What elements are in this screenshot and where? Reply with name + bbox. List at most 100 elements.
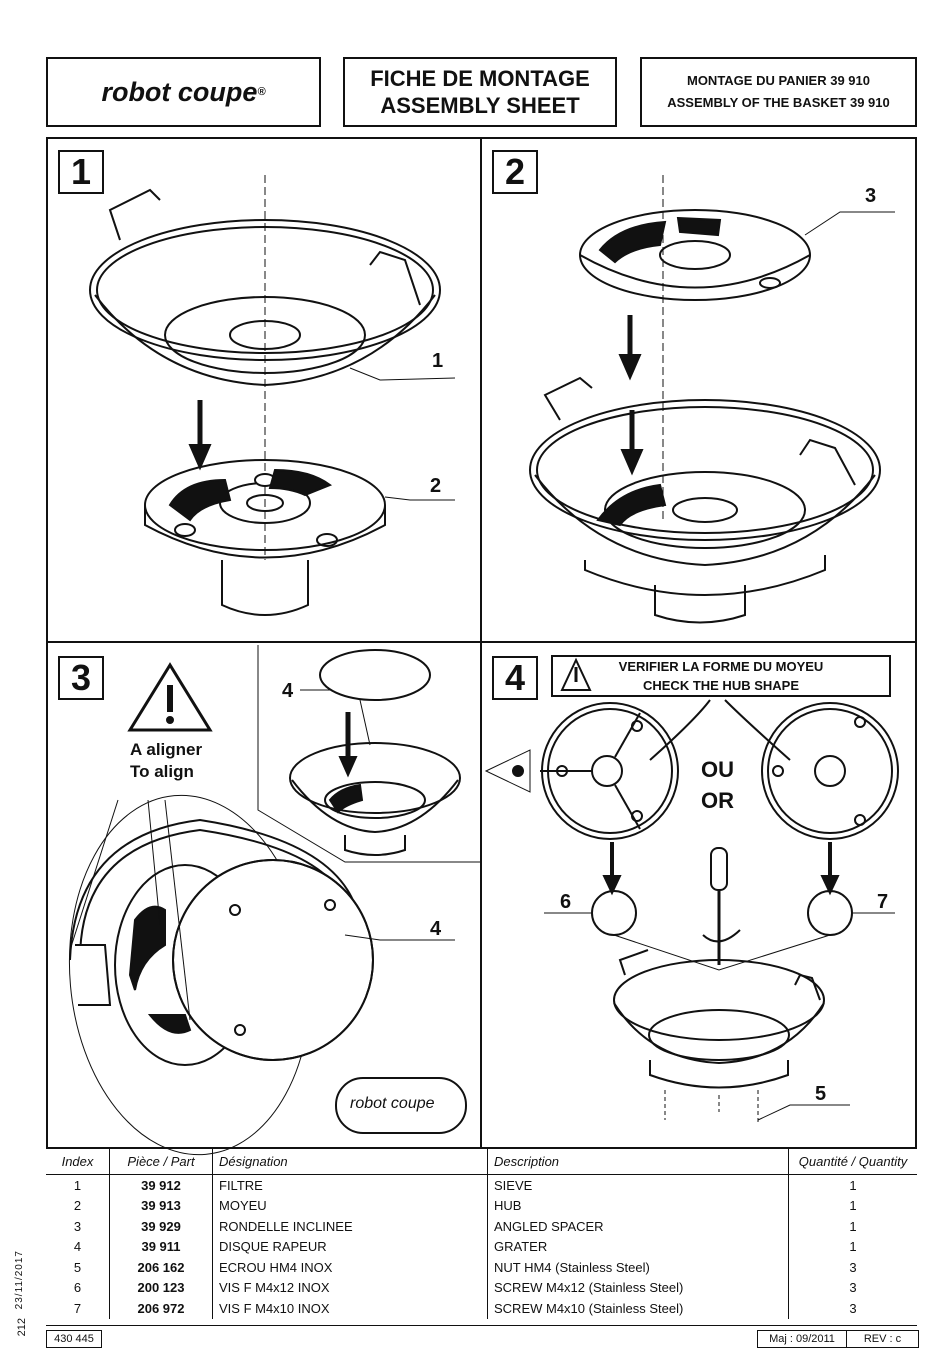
cell-designation: MOYEU xyxy=(212,1195,488,1216)
cell-quantity: 1 xyxy=(788,1216,917,1237)
callout-7: 7 xyxy=(877,891,889,913)
cell-designation: VIS F M4x12 INOX xyxy=(212,1277,488,1298)
revision-box: Maj : 09/2011 REV : c xyxy=(757,1330,919,1348)
logo-text: robot coupe xyxy=(101,76,258,107)
cell-designation: DISQUE RAPEUR xyxy=(212,1236,488,1257)
callout-4: 4 xyxy=(430,918,442,940)
cell-part: 39 911 xyxy=(109,1236,213,1257)
sieve-assembly-illustration-step2 xyxy=(529,376,881,624)
final-assembly-illustration-step4 xyxy=(613,949,825,1125)
cell-description: HUB xyxy=(487,1195,789,1216)
cell-part: 200 123 xyxy=(109,1277,213,1298)
table-row: 5 206 162 ECROU HM4 INOX NUT HM4 (Stainl… xyxy=(46,1257,917,1278)
screwdriver-icon xyxy=(702,847,741,965)
table-row: 3 39 929 RONDELLE INCLINEE ANGLED SPACER… xyxy=(46,1216,917,1237)
check-hub-shape-box: VERIFIER LA FORME DU MOYEU CHECK THE HUB… xyxy=(551,655,891,697)
or-label-en: OR xyxy=(701,788,734,813)
screw-m4x10-detail xyxy=(807,890,853,936)
callout-6: 6 xyxy=(560,891,572,913)
subtitle-en: ASSEMBLY OF THE BASKET 39 910 xyxy=(667,95,890,110)
title-en: ASSEMBLY SHEET xyxy=(380,93,580,118)
cell-part: 206 972 xyxy=(109,1298,213,1319)
sieve-illustration-step1 xyxy=(89,175,441,560)
col-quantity: Quantité / Quantity xyxy=(788,1147,917,1175)
hub-shape-option-b xyxy=(761,702,899,840)
cell-index: 7 xyxy=(73,1300,82,1316)
parts-table: Index Pièce / Part Désignation Descripti… xyxy=(46,1147,917,1319)
cell-description: NUT HM4 (Stainless Steel) xyxy=(487,1257,789,1278)
step-number-4: 4 xyxy=(492,656,538,700)
table-row: 2 39 913 MOYEU HUB 1 xyxy=(46,1195,917,1216)
warning-icon-step4 xyxy=(560,657,592,691)
callout-2: 2 xyxy=(430,475,442,497)
registered-mark: ® xyxy=(257,86,266,98)
or-label-fr: OU xyxy=(701,757,734,782)
cell-index: 2 xyxy=(73,1198,82,1214)
step-number-3: 3 xyxy=(58,656,104,700)
brand-badge-step3 xyxy=(335,1077,467,1134)
step3-logo-text: robot coupe xyxy=(350,1095,435,1112)
callout-4-top: 4 xyxy=(282,680,294,702)
col-description: Description xyxy=(487,1147,789,1175)
table-row: 1 39 912 FILTRE SIEVE 1 xyxy=(46,1174,917,1196)
cell-description: SCREW M4x10 (Stainless Steel) xyxy=(487,1298,789,1319)
cell-description: SCREW M4x12 (Stainless Steel) xyxy=(487,1277,789,1298)
check-label-fr: VERIFIER LA FORME DU MOYEU xyxy=(618,659,824,674)
sheet-title: FICHE DE MONTAGE ASSEMBLY SHEET xyxy=(343,57,617,127)
angled-spacer-illustration-step2 xyxy=(579,175,811,520)
table-row: 4 39 911 DISQUE RAPEUR GRATER 1 xyxy=(46,1236,917,1257)
step-number-2: 2 xyxy=(492,150,538,194)
cell-part: 206 162 xyxy=(109,1257,213,1278)
subtitle-fr: MONTAGE DU PANIER 39 910 xyxy=(686,73,870,88)
cell-part: 39 929 xyxy=(109,1216,213,1237)
cell-designation: FILTRE xyxy=(212,1174,488,1196)
align-label-en: To align xyxy=(130,762,194,781)
margin-date: 23/11/2017 xyxy=(14,1250,25,1310)
cell-quantity: 3 xyxy=(788,1298,917,1319)
col-designation: Désignation xyxy=(212,1147,488,1175)
cell-description: GRATER xyxy=(487,1236,789,1257)
cell-designation: ECROU HM4 INOX xyxy=(212,1257,488,1278)
cell-description: ANGLED SPACER xyxy=(487,1216,789,1237)
title-fr: FICHE DE MONTAGE xyxy=(370,66,590,91)
table-header-row: Index Pièce / Part Désignation Descripti… xyxy=(46,1147,917,1175)
warning-triangle-step3 xyxy=(127,662,213,732)
document-number: 430 445 xyxy=(46,1330,102,1348)
brand-logo: robot coupe® xyxy=(46,57,321,127)
callout-5: 5 xyxy=(815,1083,827,1105)
maj-date: Maj : 09/2011 xyxy=(758,1331,847,1347)
callout-3: 3 xyxy=(865,185,877,207)
col-index: Index xyxy=(46,1147,110,1175)
cell-quantity: 3 xyxy=(788,1277,917,1298)
margin-page-number: 212 xyxy=(16,1318,28,1337)
cell-index: 5 xyxy=(73,1259,82,1275)
cell-quantity: 3 xyxy=(788,1257,917,1278)
cell-quantity: 1 xyxy=(788,1195,917,1216)
sheet-subtitle: MONTAGE DU PANIER 39 910 ASSEMBLY OF THE… xyxy=(640,57,917,127)
cell-quantity: 1 xyxy=(788,1236,917,1257)
cell-designation: RONDELLE INCLINEE xyxy=(212,1216,488,1237)
frame-horizontal-divider xyxy=(46,641,917,643)
cell-index: 6 xyxy=(73,1280,82,1296)
table-bottom-rule xyxy=(46,1325,917,1326)
col-part: Pièce / Part xyxy=(109,1147,213,1175)
hub-illustration-step1 xyxy=(144,459,386,616)
eye-icon-step4 xyxy=(484,749,531,793)
revision: REV : c xyxy=(863,1333,902,1345)
step-number-1: 1 xyxy=(58,150,104,194)
callout-1: 1 xyxy=(432,350,444,372)
align-label-fr: A aligner xyxy=(130,740,203,759)
screw-m4x12-detail xyxy=(591,890,637,936)
table-row: 7 206 972 VIS F M4x10 INOX SCREW M4x10 (… xyxy=(46,1298,917,1319)
cell-part: 39 912 xyxy=(109,1174,213,1196)
cell-designation: VIS F M4x10 INOX xyxy=(212,1298,488,1319)
cell-quantity: 1 xyxy=(788,1174,917,1196)
cell-part: 39 913 xyxy=(109,1195,213,1216)
check-label-en: CHECK THE HUB SHAPE xyxy=(642,678,799,693)
hub-shape-option-a xyxy=(540,702,679,840)
cell-description: SIEVE xyxy=(487,1174,789,1196)
grater-assembly-illustration-step3 xyxy=(68,794,374,1156)
cell-index: 4 xyxy=(73,1239,82,1255)
table-row: 6 200 123 VIS F M4x12 INOX SCREW M4x12 (… xyxy=(46,1277,917,1298)
